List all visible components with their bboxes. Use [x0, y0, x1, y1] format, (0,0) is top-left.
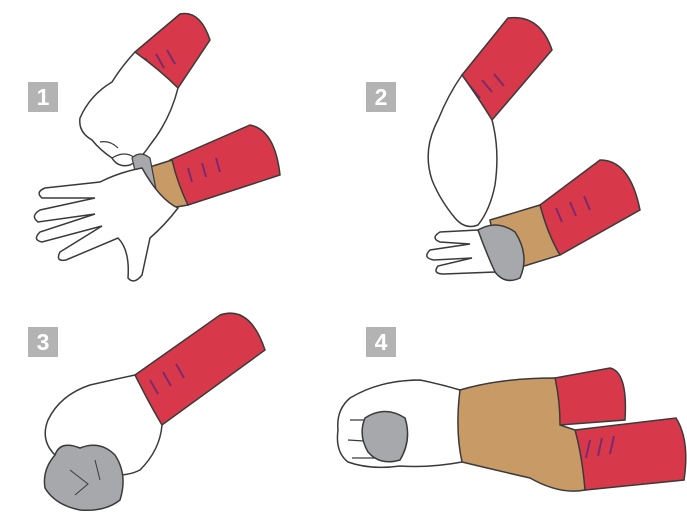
step-3-crumpled-glove: [44, 445, 123, 510]
step-1-lower-sleeve: [170, 125, 280, 205]
step-4-front-sleeve: [575, 418, 686, 490]
step-2-badge: 2: [366, 82, 396, 112]
step-4-back-sleeve: [555, 368, 625, 425]
step-2-illustration: [427, 18, 640, 281]
step-4-illustration: [337, 368, 685, 491]
step-3-badge: 3: [28, 327, 58, 357]
step-4-badge: 4: [366, 327, 396, 357]
step-1-illustration: [34, 14, 280, 281]
step-1-badge: 1: [28, 82, 58, 112]
step-3-sleeve: [135, 313, 265, 425]
step-3-illustration: [44, 313, 265, 510]
